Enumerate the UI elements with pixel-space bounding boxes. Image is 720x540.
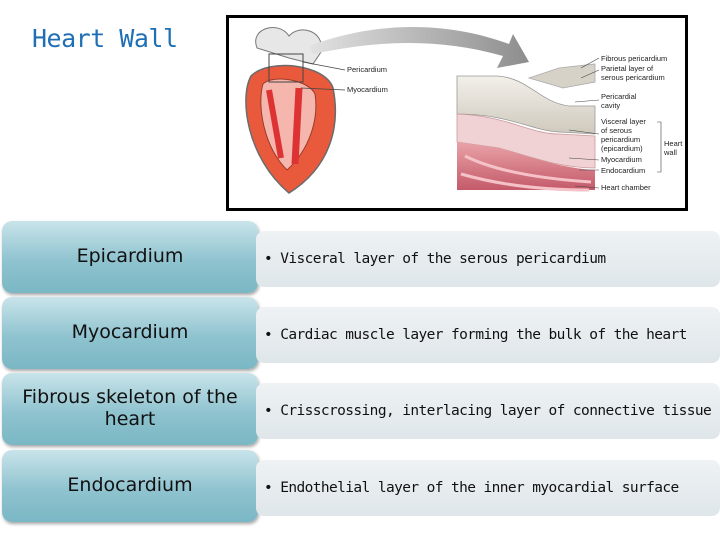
layer-description: • Visceral layer of the serous pericardi… (256, 231, 720, 287)
layer-row-endocardium: Endocardium • Endothelial layer of the i… (0, 450, 720, 522)
label-myocardium: Myocardium (347, 85, 388, 94)
label-pericardium: Pericardium (347, 65, 387, 74)
label-pericardial-cavity-2: cavity (601, 101, 620, 110)
layer-row-epicardium: Epicardium • Visceral layer of the serou… (0, 221, 720, 293)
layer-term: Endocardium (2, 450, 258, 522)
slide-title: Heart Wall (32, 24, 178, 53)
label-visceral-1: Visceral layer (601, 117, 646, 126)
layer-term: Epicardium (2, 221, 258, 293)
label-myocardium-right: Myocardium (601, 155, 642, 164)
label-visceral-2: of serous (601, 126, 632, 135)
label-visceral-3: pericardium (601, 135, 640, 144)
layer-row-fibrous-skeleton: Fibrous skeleton of the heart • Crisscro… (0, 373, 720, 445)
label-pericardial-cavity-1: Pericardial (601, 92, 637, 101)
label-endocardium: Endocardium (601, 166, 645, 175)
layer-description: • Cardiac muscle layer forming the bulk … (256, 307, 720, 363)
label-visceral-4: (epicardium) (601, 144, 643, 153)
leader-lines (568, 57, 662, 189)
heart-wall-figure: Pericardium Myocardium Fibrous pericardi… (226, 15, 688, 211)
zoom-arrow (309, 27, 529, 68)
label-heart-wall-2: wall (663, 148, 677, 157)
layer-description: • Endothelial layer of the inner myocard… (256, 460, 720, 516)
layer-row-myocardium: Myocardium • Cardiac muscle layer formin… (0, 297, 720, 369)
layer-term: Fibrous skeleton of the heart (2, 373, 258, 445)
label-heart-chamber: Heart chamber (601, 183, 651, 192)
layer-description: • Crisscrossing, interlacing layer of co… (256, 383, 720, 439)
label-parietal-layer-1: Parietal layer of (601, 64, 654, 73)
label-fibrous-pericardium: Fibrous pericardium (601, 54, 667, 63)
wall-section (456, 63, 596, 192)
label-parietal-layer-2: serous pericardium (601, 73, 665, 82)
heart-diagram (245, 27, 346, 194)
heart-wall-illustration: Pericardium Myocardium Fibrous pericardi… (245, 27, 683, 194)
label-heart-wall-1: Heart (664, 139, 683, 148)
layer-term: Myocardium (2, 297, 258, 369)
